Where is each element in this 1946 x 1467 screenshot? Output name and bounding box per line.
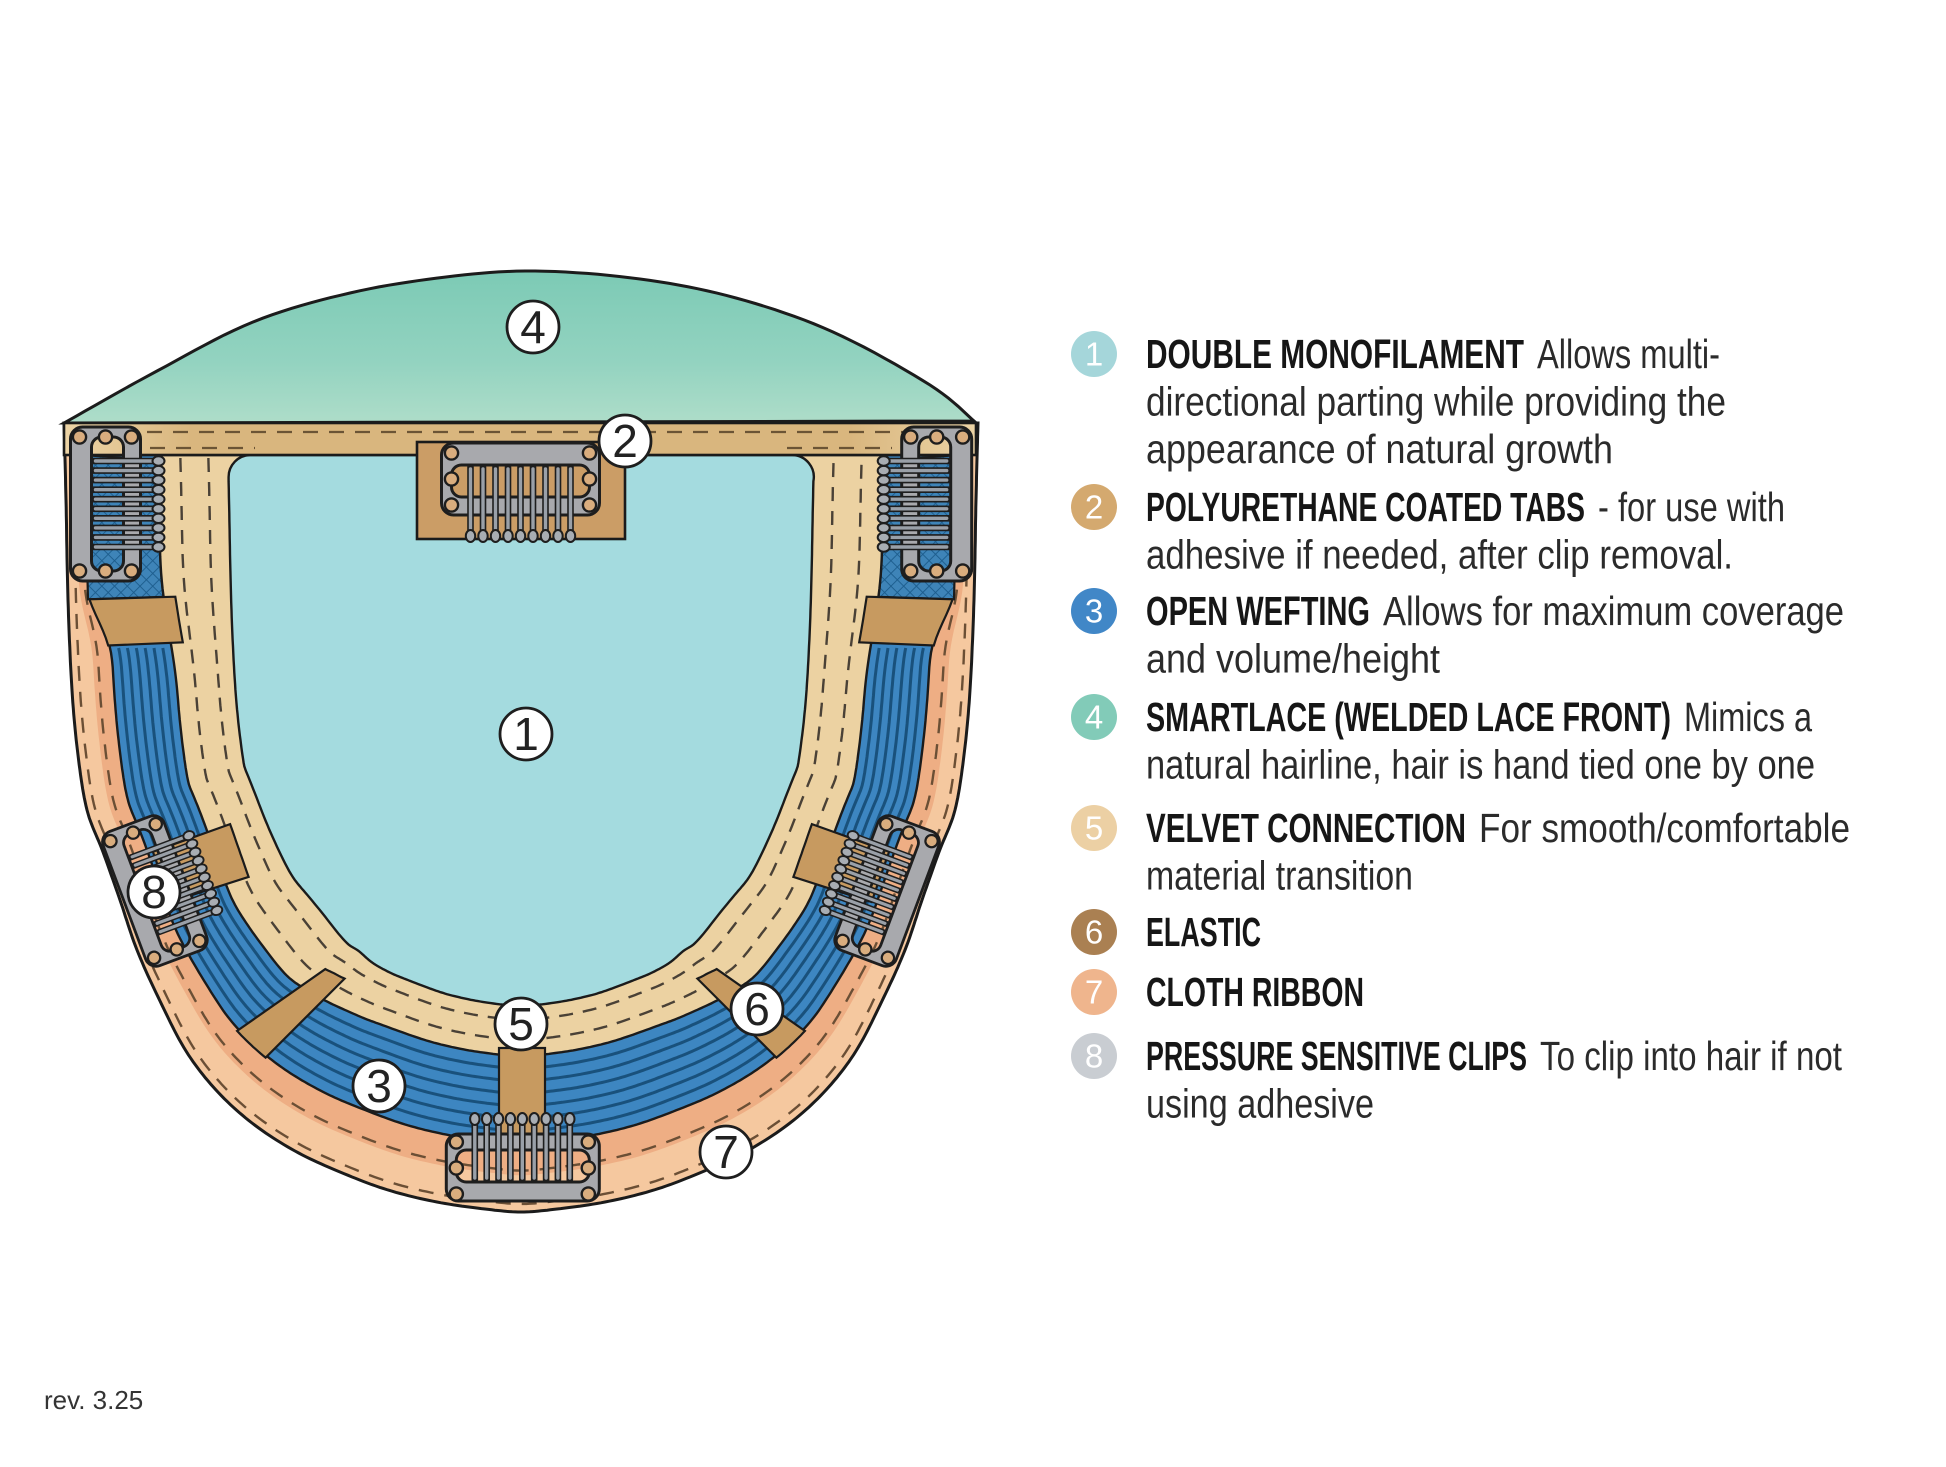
svg-text:5: 5 <box>1085 810 1103 847</box>
svg-text:OPEN WEFTING: OPEN WEFTING <box>1146 588 1370 634</box>
svg-text:material transition: material transition <box>1146 853 1413 899</box>
svg-text:5: 5 <box>508 998 534 1050</box>
svg-text:VELVET CONNECTION: VELVET CONNECTION <box>1146 805 1466 851</box>
svg-text:4: 4 <box>520 301 546 353</box>
svg-text:and volume/height: and volume/height <box>1146 636 1440 682</box>
svg-text:appearance of natural growth: appearance of natural growth <box>1146 426 1613 472</box>
svg-text:7: 7 <box>713 1126 739 1178</box>
svg-text:2: 2 <box>1085 489 1103 526</box>
svg-text:SMARTLACE (WELDED LACE FRONT): SMARTLACE (WELDED LACE FRONT) <box>1146 694 1671 740</box>
svg-text:3: 3 <box>366 1060 392 1112</box>
svg-text:Allows for maximum coverage: Allows for maximum coverage <box>1383 588 1844 634</box>
svg-text:natural hairline, hair is hand: natural hairline, hair is hand tied one … <box>1146 742 1815 788</box>
svg-text:8: 8 <box>141 866 167 918</box>
svg-text:DOUBLE MONOFILAMENT: DOUBLE MONOFILAMENT <box>1146 331 1524 377</box>
svg-text:adhesive if needed, after clip: adhesive if needed, after clip removal. <box>1146 532 1733 578</box>
svg-text:1: 1 <box>1085 336 1103 373</box>
svg-text:6: 6 <box>1085 914 1103 951</box>
svg-text:Mimics a: Mimics a <box>1684 694 1812 740</box>
svg-text:To clip into hair if not: To clip into hair if not <box>1540 1033 1842 1079</box>
svg-text:For smooth/comfortable: For smooth/comfortable <box>1479 805 1850 851</box>
svg-text:4: 4 <box>1085 699 1103 736</box>
svg-text:CLOTH RIBBON: CLOTH RIBBON <box>1146 969 1364 1015</box>
svg-text:6: 6 <box>744 983 770 1035</box>
svg-text:1: 1 <box>513 708 539 760</box>
svg-text:2: 2 <box>612 415 638 467</box>
svg-text:rev. 3.25: rev. 3.25 <box>44 1385 143 1415</box>
svg-text:using adhesive: using adhesive <box>1146 1081 1374 1127</box>
svg-text:- for use with: - for use with <box>1598 484 1785 530</box>
svg-text:PRESSURE SENSITIVE CLIPS: PRESSURE SENSITIVE CLIPS <box>1146 1033 1527 1079</box>
svg-text:directional parting while prov: directional parting while providing the <box>1146 379 1726 425</box>
svg-text:3: 3 <box>1085 593 1103 630</box>
svg-text:7: 7 <box>1085 974 1103 1011</box>
svg-text:POLYURETHANE COATED TABS: POLYURETHANE COATED TABS <box>1146 484 1585 530</box>
svg-text:8: 8 <box>1085 1038 1103 1075</box>
svg-text:ELASTIC: ELASTIC <box>1146 909 1261 955</box>
svg-text:Allows multi-: Allows multi- <box>1537 331 1720 377</box>
